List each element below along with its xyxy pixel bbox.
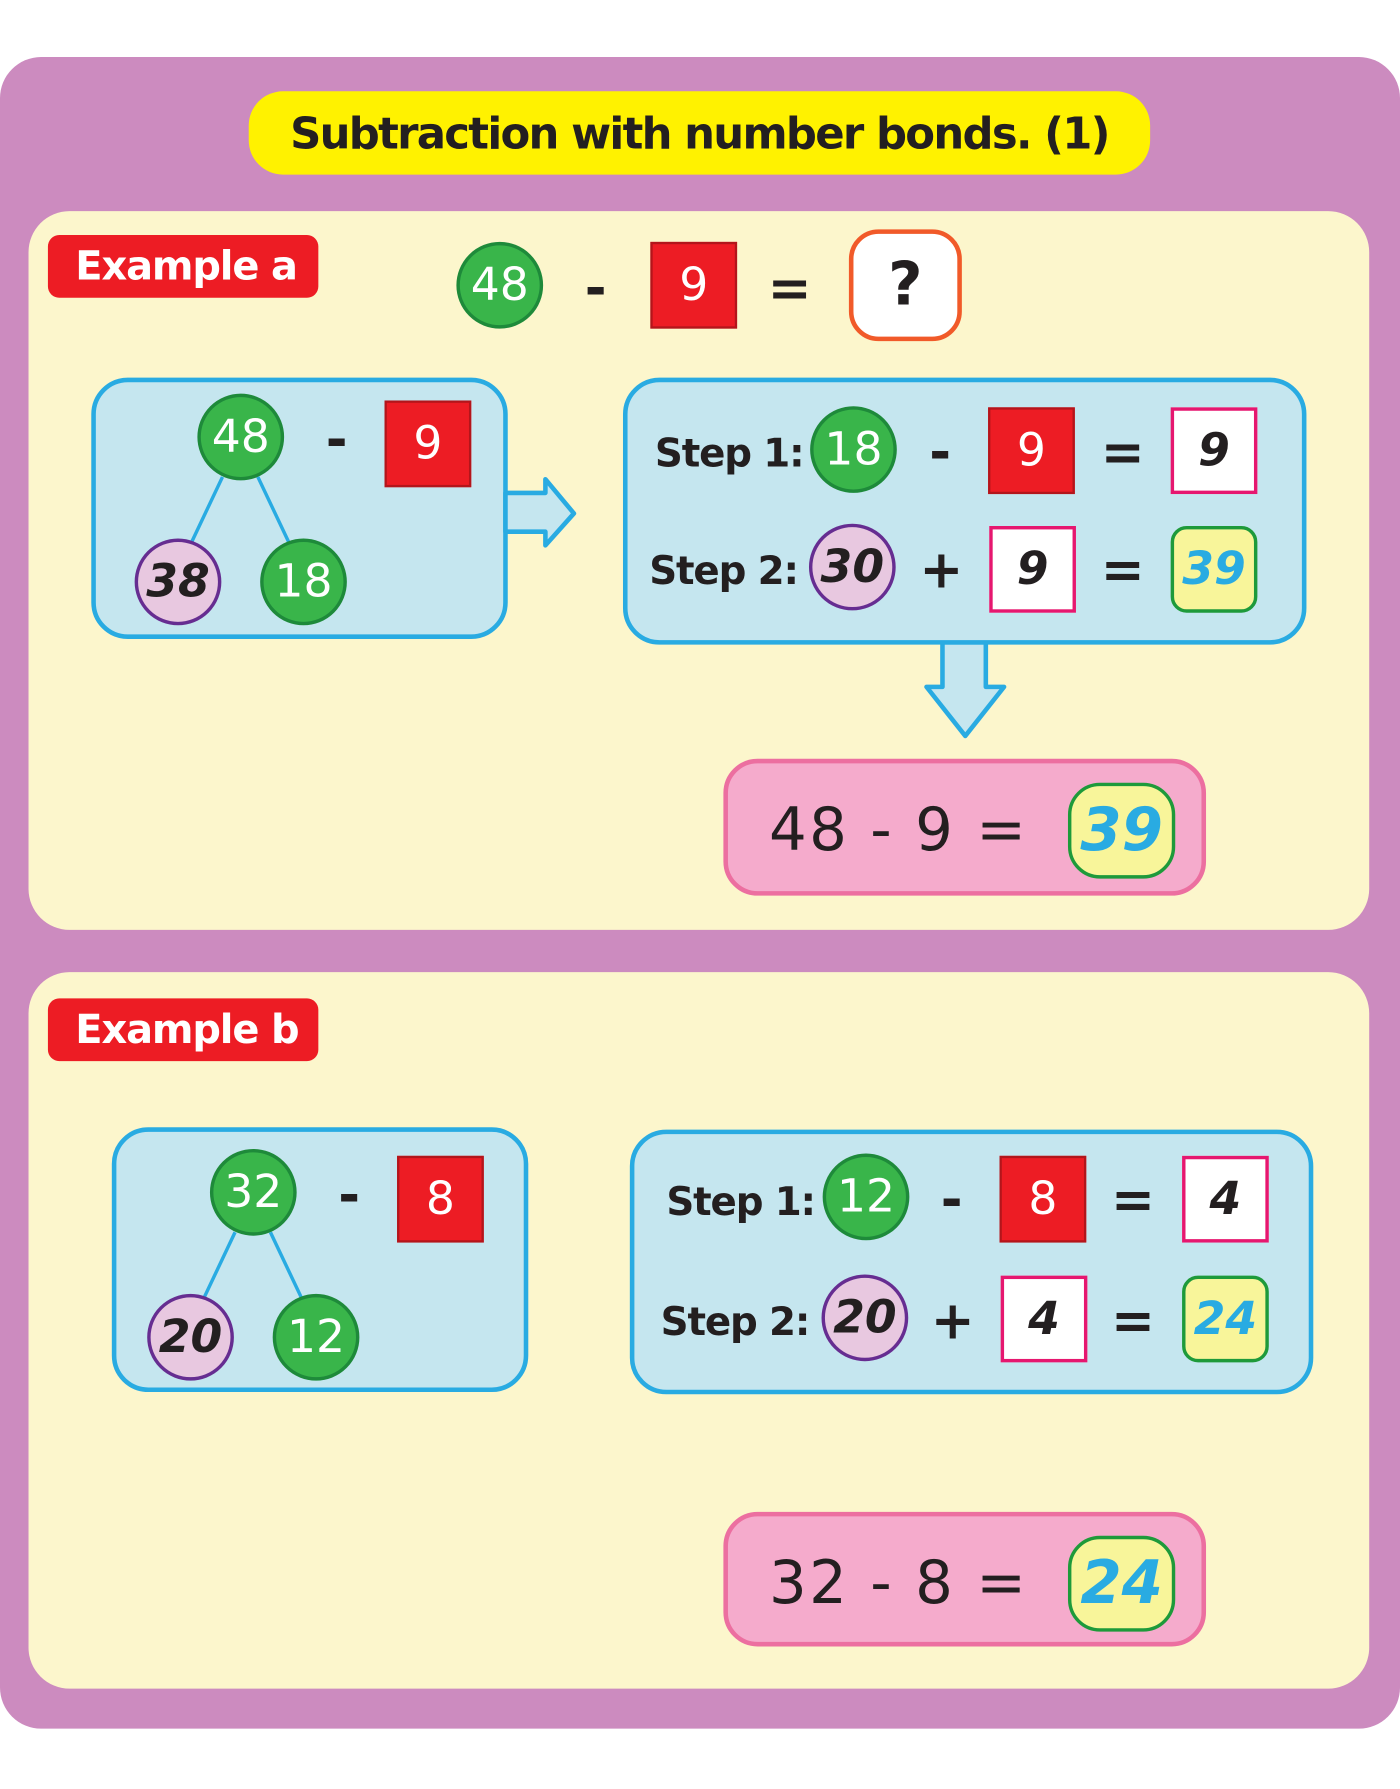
result-expression: 48 - 9 = <box>769 796 1029 865</box>
plus-sign: + <box>930 1289 975 1351</box>
equals-sign: = <box>1100 538 1145 601</box>
step2-b: 9 <box>989 526 1076 613</box>
bond-subtrahend: 8 <box>397 1155 484 1243</box>
step2-a: 20 <box>821 1274 909 1362</box>
step1-a: 12 <box>822 1153 910 1241</box>
equals-sign: = <box>1111 1168 1156 1230</box>
bond-line <box>202 1231 237 1299</box>
minus-sign: - <box>325 408 348 471</box>
step1-a: 18 <box>810 406 897 493</box>
down-arrow-icon <box>924 640 1007 739</box>
step1-b: 9 <box>988 407 1075 495</box>
result-answer: 24 <box>1067 1535 1176 1632</box>
example-b-label: Example b <box>47 998 319 1062</box>
bond-line <box>190 476 225 543</box>
step1-label: Step 1: <box>666 1179 816 1226</box>
equals-sign: = <box>1111 1289 1156 1351</box>
step2-label: Step 2: <box>649 548 799 595</box>
step2-label: Step 2: <box>660 1299 811 1346</box>
problem-minuend: 48 <box>456 241 544 329</box>
step1-result: 9 <box>1170 407 1258 495</box>
step1-label: Step 1: <box>654 431 805 477</box>
bond-part-rest: 18 <box>260 538 347 626</box>
unknown-answer-box: ? <box>848 229 962 342</box>
minus-sign: - <box>338 1163 361 1226</box>
bond-part-tens: 20 <box>147 1293 234 1381</box>
step1-b: 8 <box>999 1155 1087 1243</box>
step2-result: 24 <box>1182 1275 1269 1363</box>
step1-result: 4 <box>1182 1155 1269 1243</box>
minus-sign: - <box>940 1168 963 1230</box>
page-title: Subtraction with number bonds. (1) <box>248 91 1151 175</box>
step2-b: 4 <box>1000 1275 1088 1363</box>
bond-part-tens: 38 <box>134 538 222 626</box>
bond-whole: 48 <box>197 393 285 481</box>
equals-sign: = <box>1100 421 1145 483</box>
step2-result: 39 <box>1170 526 1258 613</box>
bond-line <box>256 476 291 543</box>
result-answer: 39 <box>1067 782 1176 879</box>
step2-a: 30 <box>808 523 896 611</box>
bond-part-rest: 12 <box>272 1293 360 1381</box>
bond-subtrahend: 9 <box>384 400 472 488</box>
problem-subtrahend: 9 <box>650 241 738 329</box>
equals-sign: = <box>767 256 812 319</box>
example-a-label: Example a <box>47 235 319 298</box>
right-arrow-icon <box>503 476 577 548</box>
bond-whole: 32 <box>209 1148 297 1236</box>
minus-sign: - <box>584 256 607 319</box>
minus-sign: - <box>929 421 952 483</box>
result-expression: 32 - 8 = <box>769 1549 1029 1618</box>
bond-line <box>268 1231 303 1299</box>
plus-sign: + <box>919 538 964 601</box>
